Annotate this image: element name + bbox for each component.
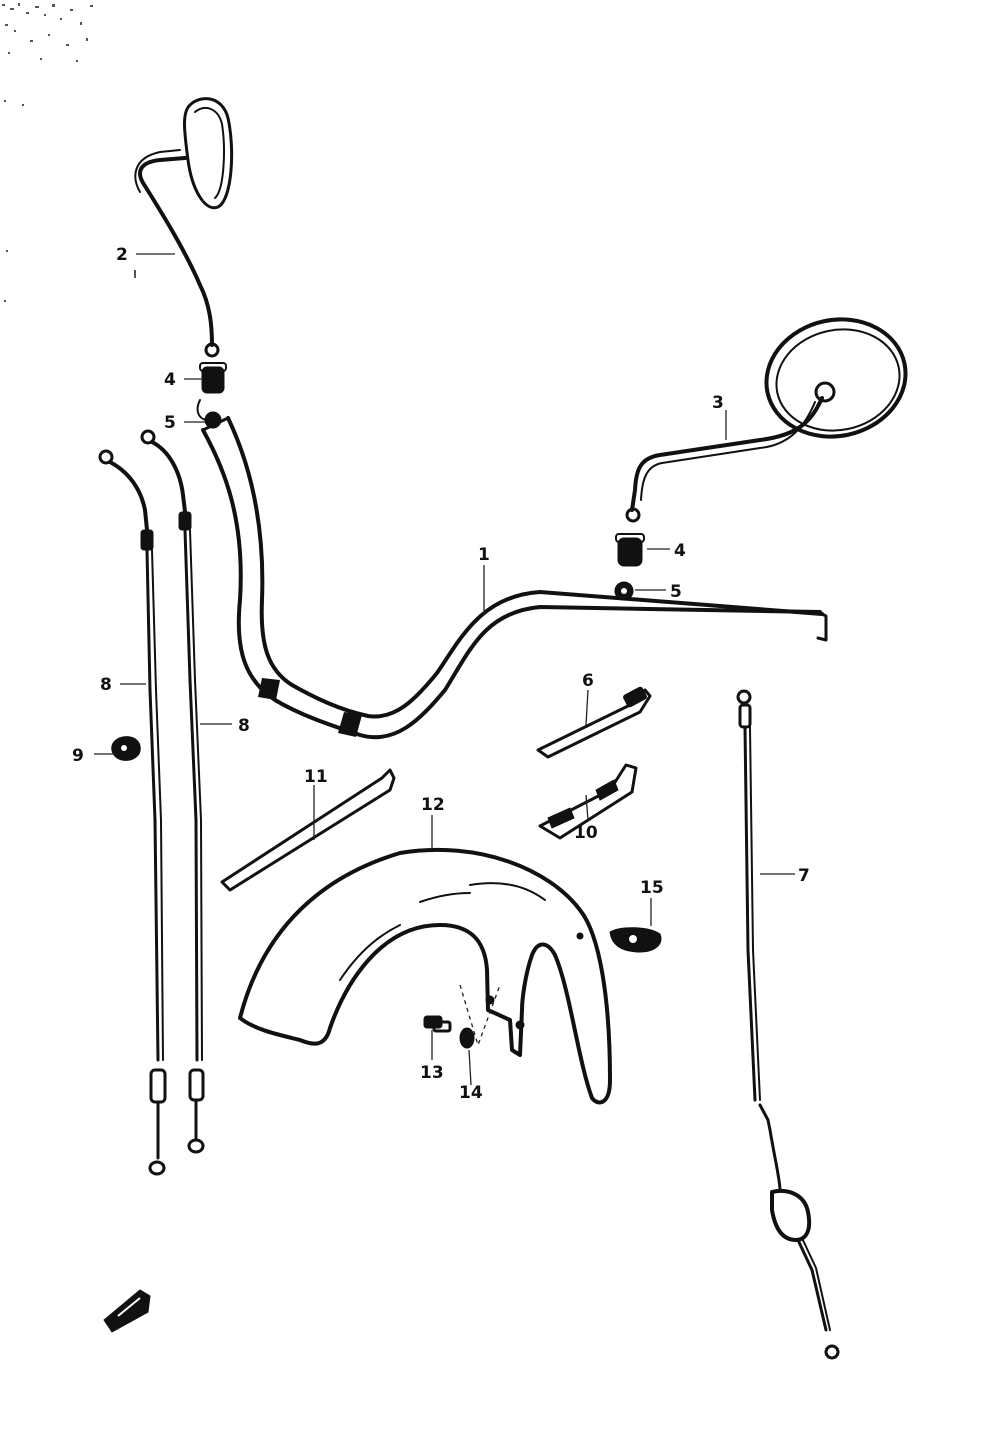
callout-8-right: 8: [238, 716, 250, 736]
callout-8-left: 8: [100, 675, 112, 695]
part-washer: [459, 1027, 475, 1049]
part-adapter-right: [615, 533, 645, 567]
part-nut-left: [196, 399, 222, 429]
scan-noise: [2, 3, 136, 302]
callout-10: 10: [574, 823, 598, 843]
part-clamp: [111, 736, 141, 761]
part-fender: [238, 848, 612, 1105]
callout-15: 15: [640, 878, 664, 898]
part-nut-right: [614, 581, 634, 601]
handlebar-grip-band-2: [338, 712, 362, 737]
callout-4-left: 4: [164, 370, 176, 390]
handlebar-grip-band-1: [258, 678, 280, 700]
callout-14: 14: [459, 1083, 483, 1103]
leader-lines: [94, 253, 795, 1086]
callout-11: 11: [304, 767, 328, 787]
part-cable-long: [736, 689, 840, 1360]
mounting-guide-line: [459, 984, 501, 1048]
part-cable-right: [140, 429, 205, 1154]
part-mirror-left: [134, 97, 234, 358]
part-cable-left: [98, 449, 167, 1176]
part-fastener: [576, 927, 662, 953]
callout-9: 9: [72, 746, 84, 766]
part-bracket-6: [536, 686, 652, 759]
part-adapter-left: [199, 362, 227, 394]
callout-3: 3: [712, 393, 724, 413]
part-bolt: [423, 1015, 452, 1033]
front-arrow-icon: [103, 1289, 151, 1333]
callout-12: 12: [421, 795, 445, 815]
callout-6: 6: [582, 671, 594, 691]
callout-labels: 2 3 4 4 5 5 1 6 8 8 9 10 11 12 7 15 13 1…: [72, 245, 810, 1103]
part-mirror-right: [625, 317, 908, 523]
callout-1: 1: [478, 545, 490, 565]
part-handlebar: [201, 416, 828, 740]
callout-7: 7: [798, 866, 810, 886]
part-strap: [220, 768, 396, 892]
callout-5-right: 5: [670, 582, 682, 602]
callout-13: 13: [420, 1063, 444, 1083]
callout-4-right: 4: [674, 541, 686, 561]
callout-5-left: 5: [164, 413, 176, 433]
callout-2: 2: [116, 245, 128, 265]
part-bracket-10: [538, 763, 638, 840]
